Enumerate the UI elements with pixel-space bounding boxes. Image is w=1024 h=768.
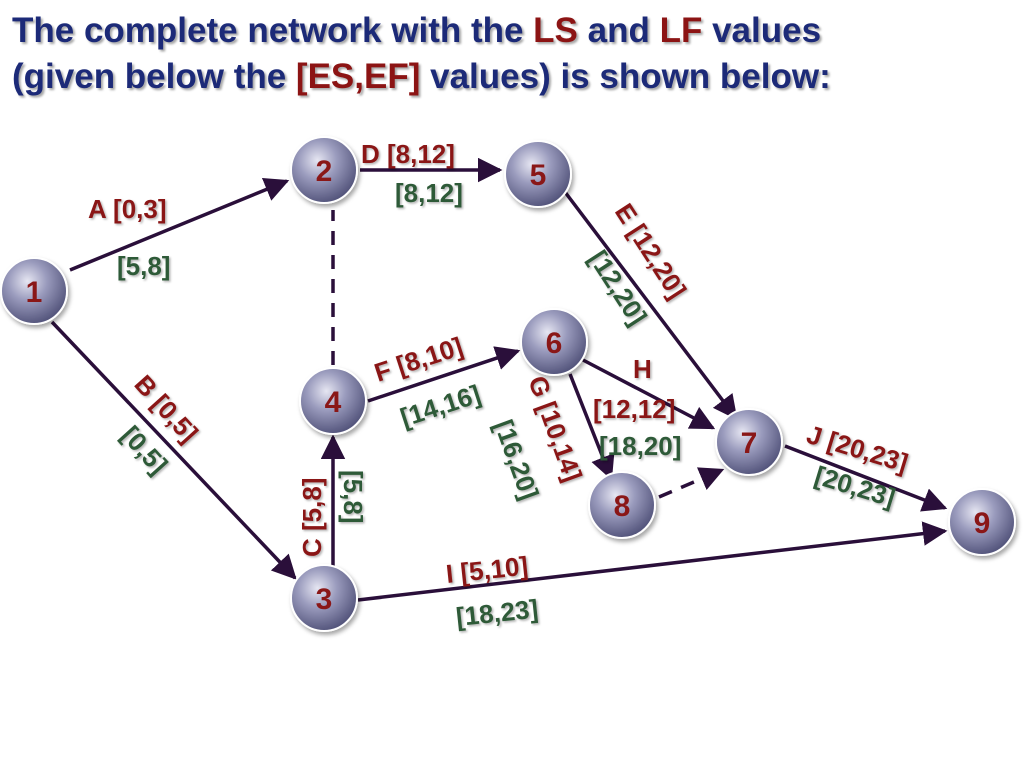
label-g-ls-lf: [16,20] bbox=[488, 416, 544, 504]
title-ls: LS bbox=[533, 11, 578, 50]
label-i-es-ef: I [5,10] bbox=[444, 551, 529, 589]
node-6: 6 bbox=[520, 308, 588, 376]
edges bbox=[50, 157, 948, 602]
title-text-1: The complete network with the bbox=[12, 11, 534, 50]
node-8: 8 bbox=[588, 471, 656, 539]
edge-f bbox=[367, 346, 521, 403]
node-1: 1 bbox=[0, 257, 68, 325]
title-text-4: (given below the bbox=[12, 57, 296, 96]
node-2-label: 2 bbox=[316, 155, 333, 188]
label-c-ls-lf: [5,8] bbox=[338, 470, 368, 523]
edge-i bbox=[357, 521, 948, 602]
title-text-5: values) is shown below: bbox=[420, 57, 831, 96]
label-d-ls-lf: [8,12] bbox=[395, 178, 463, 208]
node-2: 2 bbox=[290, 136, 358, 204]
title-text-3: values bbox=[702, 11, 822, 50]
label-d-es-ef: D [8,12] bbox=[361, 139, 455, 169]
node-5-label: 5 bbox=[530, 159, 547, 192]
edge-h bbox=[582, 358, 716, 430]
edge-a bbox=[69, 178, 290, 272]
label-f-es-ef: F [8,10] bbox=[371, 331, 467, 388]
node-1-label: 1 bbox=[26, 276, 43, 309]
label-a-ls-lf: [5,8] bbox=[117, 251, 170, 281]
title-esef: [ES,EF] bbox=[295, 57, 421, 96]
edge-b bbox=[50, 320, 297, 580]
node-6-label: 6 bbox=[546, 327, 563, 360]
label-h-name: H bbox=[633, 354, 652, 384]
dummy-edges bbox=[331, 210, 725, 499]
label-c-es-ef: C [5,8] bbox=[297, 478, 327, 557]
label-h-ls-lf: [18,20] bbox=[599, 431, 681, 461]
node-9-label: 9 bbox=[974, 507, 991, 540]
page-title: The complete network with the LS and LF … bbox=[12, 8, 1012, 100]
nodes: 1 2 3 4 5 6 7 8 bbox=[0, 136, 1016, 632]
node-5: 5 bbox=[504, 140, 572, 208]
node-7: 7 bbox=[715, 408, 783, 476]
title-lf: LF bbox=[659, 11, 703, 50]
label-i-ls-lf: [18,23] bbox=[454, 594, 539, 632]
node-3-label: 3 bbox=[316, 583, 333, 616]
node-4: 4 bbox=[299, 367, 367, 435]
edge-g bbox=[568, 373, 615, 481]
edge-j bbox=[784, 444, 948, 512]
title-text-2: and bbox=[577, 11, 660, 50]
edge-e bbox=[563, 190, 738, 420]
dummy-edge-8-7 bbox=[658, 467, 725, 499]
node-9: 9 bbox=[948, 488, 1016, 556]
node-7-label: 7 bbox=[741, 427, 758, 460]
label-a-es-ef: A [0,3] bbox=[88, 194, 167, 224]
node-8-label: 8 bbox=[614, 490, 631, 523]
node-4-label: 4 bbox=[325, 386, 342, 419]
label-h-es-ef: [12,12] bbox=[593, 394, 675, 424]
node-3: 3 bbox=[290, 564, 358, 632]
